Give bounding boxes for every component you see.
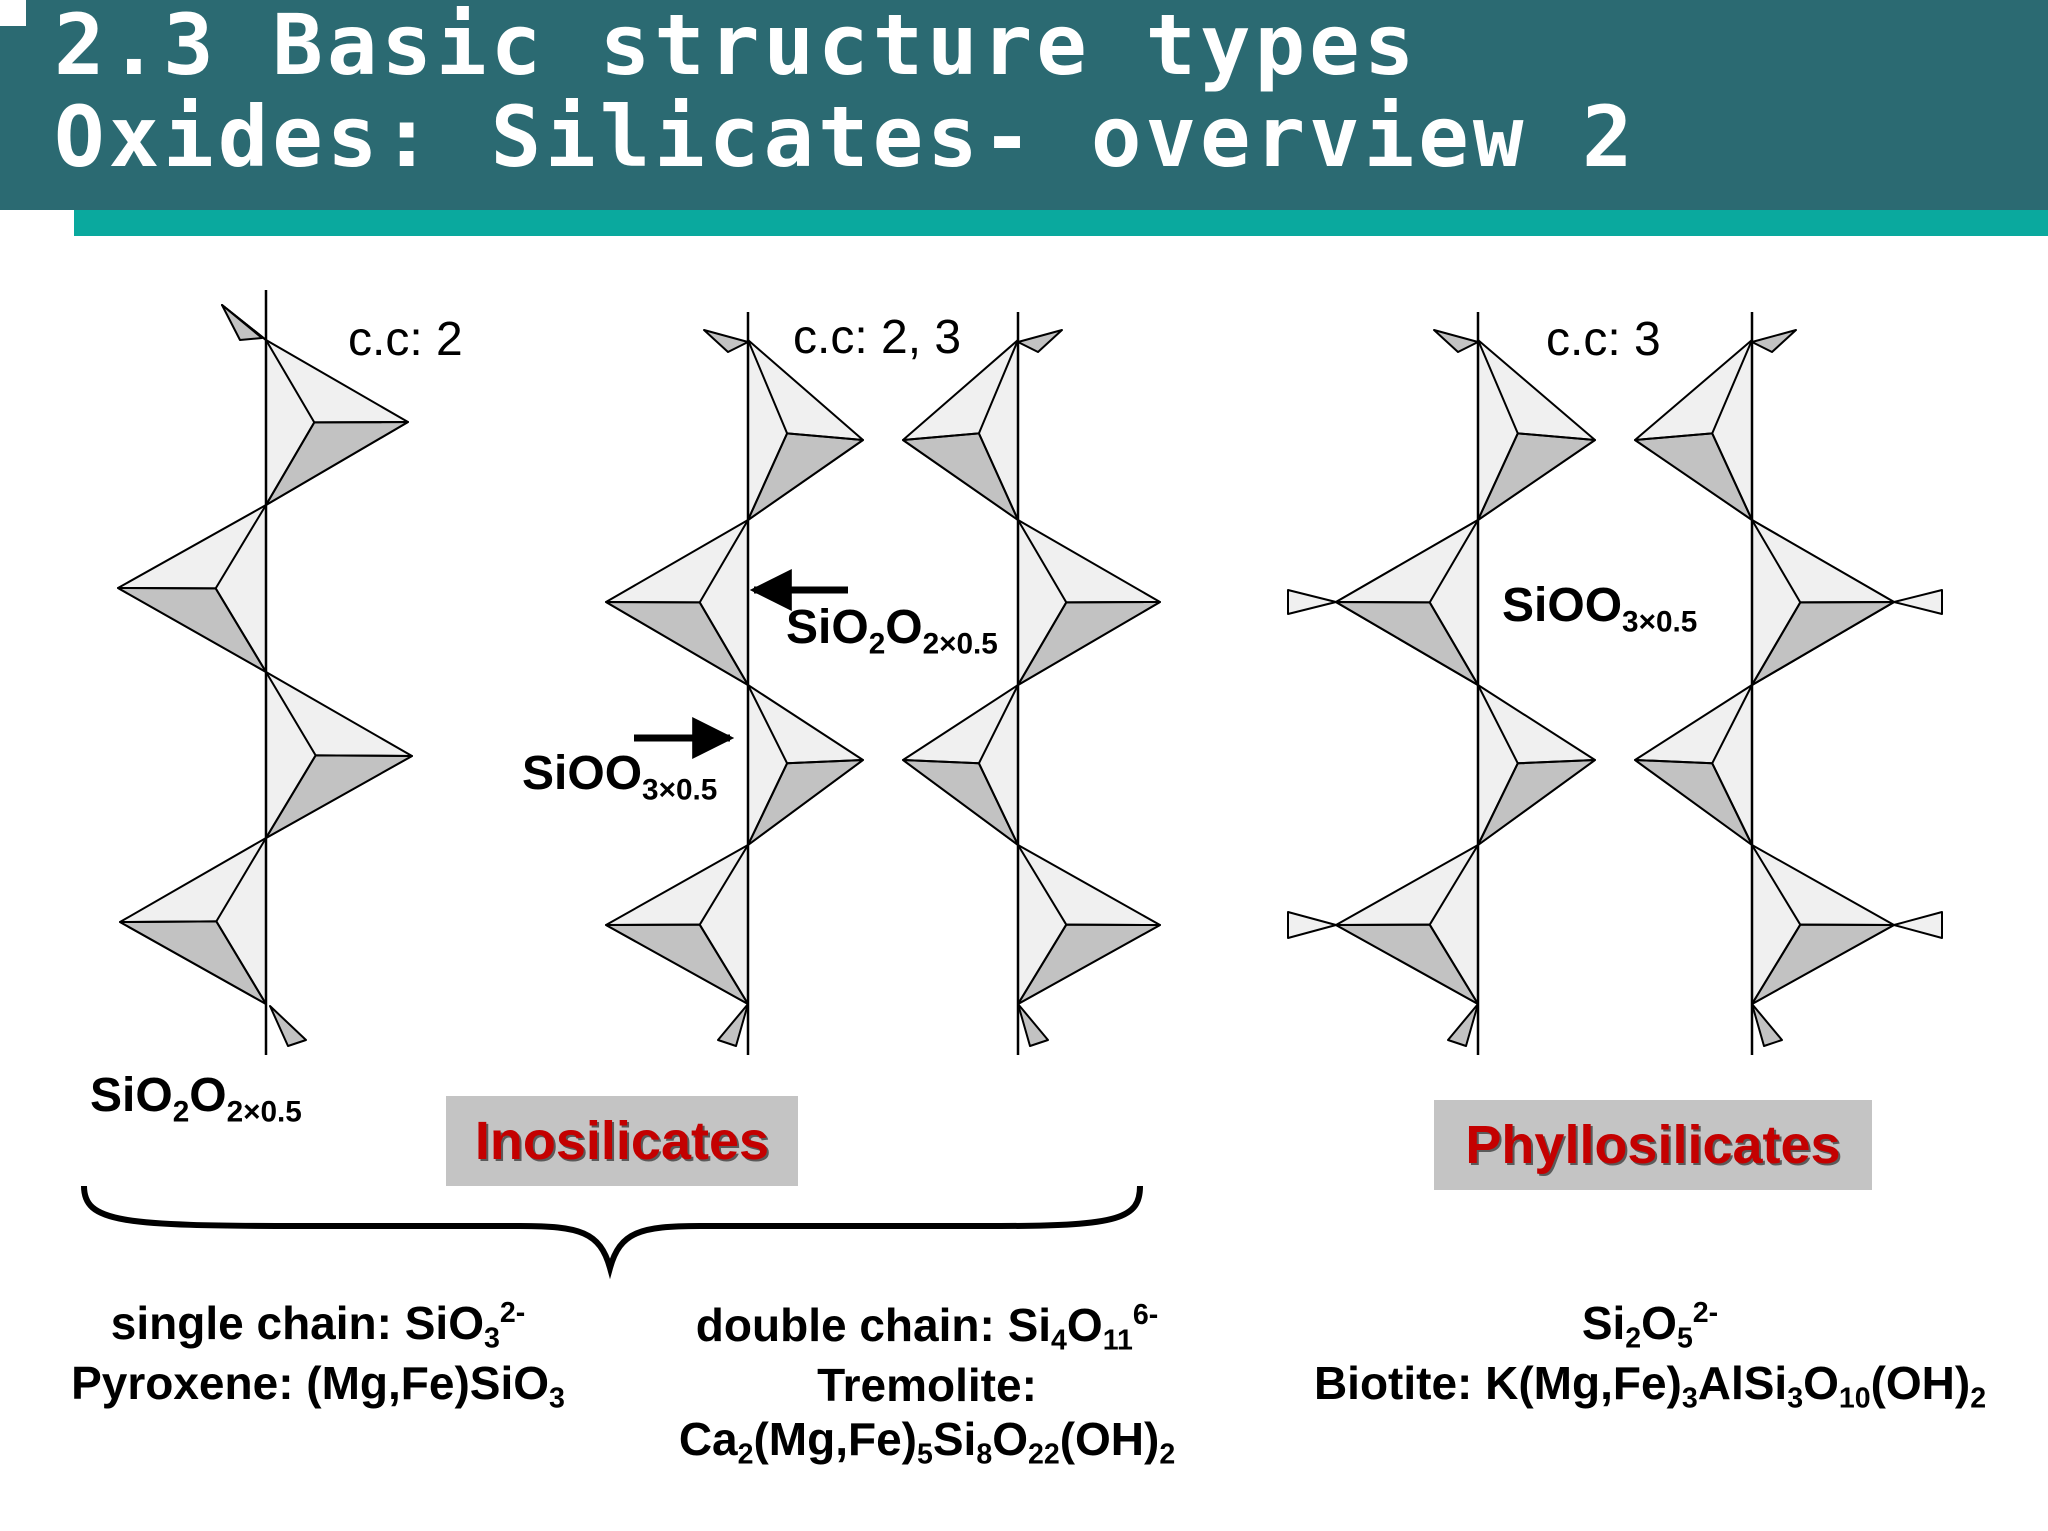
tetrahedron-face (1893, 911, 1943, 939)
sheet-description: Si2O52- Biotite: K(Mg,Fe)3AlSi3O10(OH)2 (1262, 1296, 2038, 1415)
tetrahedron-edge (315, 754, 413, 757)
tetrahedron-edge (119, 920, 217, 923)
double-chain-description: double chain: Si4O116- Tremolite: Ca2(Mg… (638, 1298, 1216, 1471)
single-chain-description: single chain: SiO32- Pyroxene: (Mg,Fe)Si… (40, 1296, 596, 1415)
sheet-formula: Si2O52- (1581, 1296, 1719, 1355)
tetrahedron-face (1017, 1003, 1049, 1047)
title-bar: 2.3 Basic structure types Oxides: Silica… (0, 0, 2048, 210)
inosilicates-tag: Inosilicates (446, 1096, 798, 1186)
single-chain-coordination: c.c: 2 (348, 313, 463, 366)
double-chain-formula: double chain: Si4O116- (695, 1298, 1159, 1357)
title-bar-notch (0, 0, 26, 26)
tetrahedron-face (1433, 329, 1479, 353)
tetrahedron-edge (1517, 432, 1596, 441)
double-chain-coordination: c.c: 2, 3 (793, 311, 962, 364)
tetrahedron-face (1287, 589, 1337, 615)
tetrahedron-edge (902, 432, 979, 441)
tetrahedron-edge (1634, 759, 1713, 765)
tetrahedron-edge (787, 432, 864, 441)
double-chain-unit-formula-a: SiO2O2×0.5 (786, 601, 998, 661)
tetrahedra-layer (117, 304, 1943, 1047)
tetrahedron-face (1447, 1003, 1479, 1047)
single-chain-formula: single chain: SiO32- (110, 1296, 526, 1355)
slide-title-line2: Oxides: Silicates- overview 2 (54, 88, 1637, 186)
tetrahedron-face (1287, 911, 1337, 939)
tetrahedron-face (717, 1003, 749, 1047)
double-chain-unit-formula-b: SiOO3×0.5 (522, 747, 718, 807)
chain-axis-lines (264, 290, 1754, 1055)
inosilicates-brace (81, 1185, 1143, 1280)
tetrahedron-face (1893, 589, 1943, 615)
single-chain-unit-formula: SiO2O2×0.5 (90, 1069, 302, 1129)
slide-title-line1: 2.3 Basic structure types (54, 0, 1419, 94)
tremolite-formula: Ca2(Mg,Fe)5Si8O22(OH)2 (678, 1412, 1176, 1471)
tremolite-label: Tremolite: (817, 1358, 1037, 1411)
tetrahedron-face (1751, 1003, 1783, 1047)
phyllosilicates-tag: Phyllosilicates (1434, 1100, 1872, 1190)
tetrahedron-edge (1517, 759, 1596, 765)
tetrahedron-edge (1634, 432, 1713, 441)
tetrahedron-face (221, 304, 263, 341)
tetrahedron-face (1751, 329, 1797, 353)
tetrahedron-face (703, 329, 749, 353)
tetrahedron-edge (902, 759, 979, 765)
sheet-coordination: c.c: 3 (1546, 313, 1661, 366)
sheet-unit-formula: SiOO3×0.5 (1502, 579, 1698, 639)
biotite-formula: Biotite: K(Mg,Fe)3AlSi3O10(OH)2 (1313, 1356, 1987, 1415)
tetrahedron-face (1017, 329, 1063, 353)
pyroxene-formula: Pyroxene: (Mg,Fe)SiO3 (71, 1356, 565, 1415)
title-accent-bar (74, 210, 2048, 236)
tetrahedron-face (269, 1005, 307, 1047)
tetrahedron-edge (787, 759, 864, 765)
